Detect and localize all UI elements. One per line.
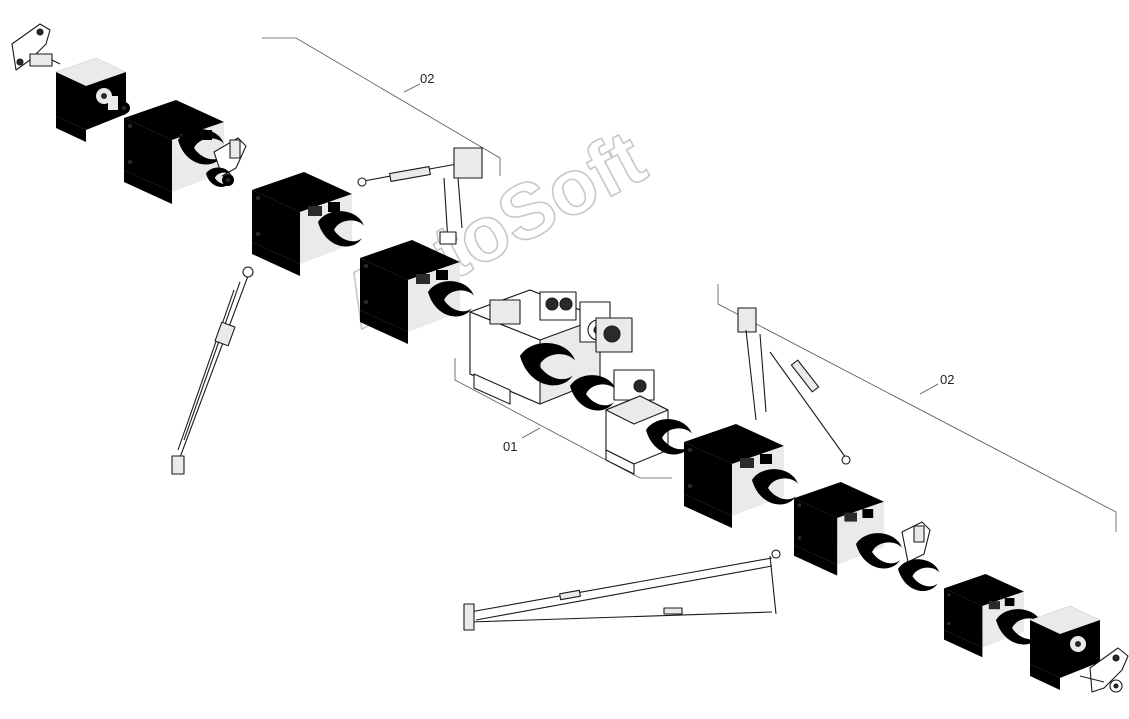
bearing-bracket-lower: [898, 521, 940, 592]
callout-label-01: 01: [503, 439, 517, 454]
lower-support-truss: [463, 549, 781, 631]
callout-bracket-02-upper: 02: [262, 37, 501, 176]
right-end-plate: [1079, 647, 1129, 693]
callout-label-02-lower: 02: [940, 372, 954, 387]
right-end-drive-housing: [1030, 606, 1100, 690]
callout-bracket-02-lower: 02: [717, 284, 1117, 532]
left-end-plate: [11, 23, 61, 71]
upper-tie-rod: [357, 147, 483, 245]
left-support-strut: [171, 266, 254, 475]
auger-flight-5: [856, 533, 902, 569]
bearing-bracket-upper: [200, 137, 247, 187]
auger-section-1: [124, 100, 224, 204]
callout-bracket-01: 01: [454, 358, 672, 479]
right-tie-rod: [737, 307, 851, 465]
center-gearbox-assembly: [469, 289, 655, 411]
center-outlet-housing: [605, 395, 692, 475]
callout-label-02-upper: 02: [420, 71, 434, 86]
